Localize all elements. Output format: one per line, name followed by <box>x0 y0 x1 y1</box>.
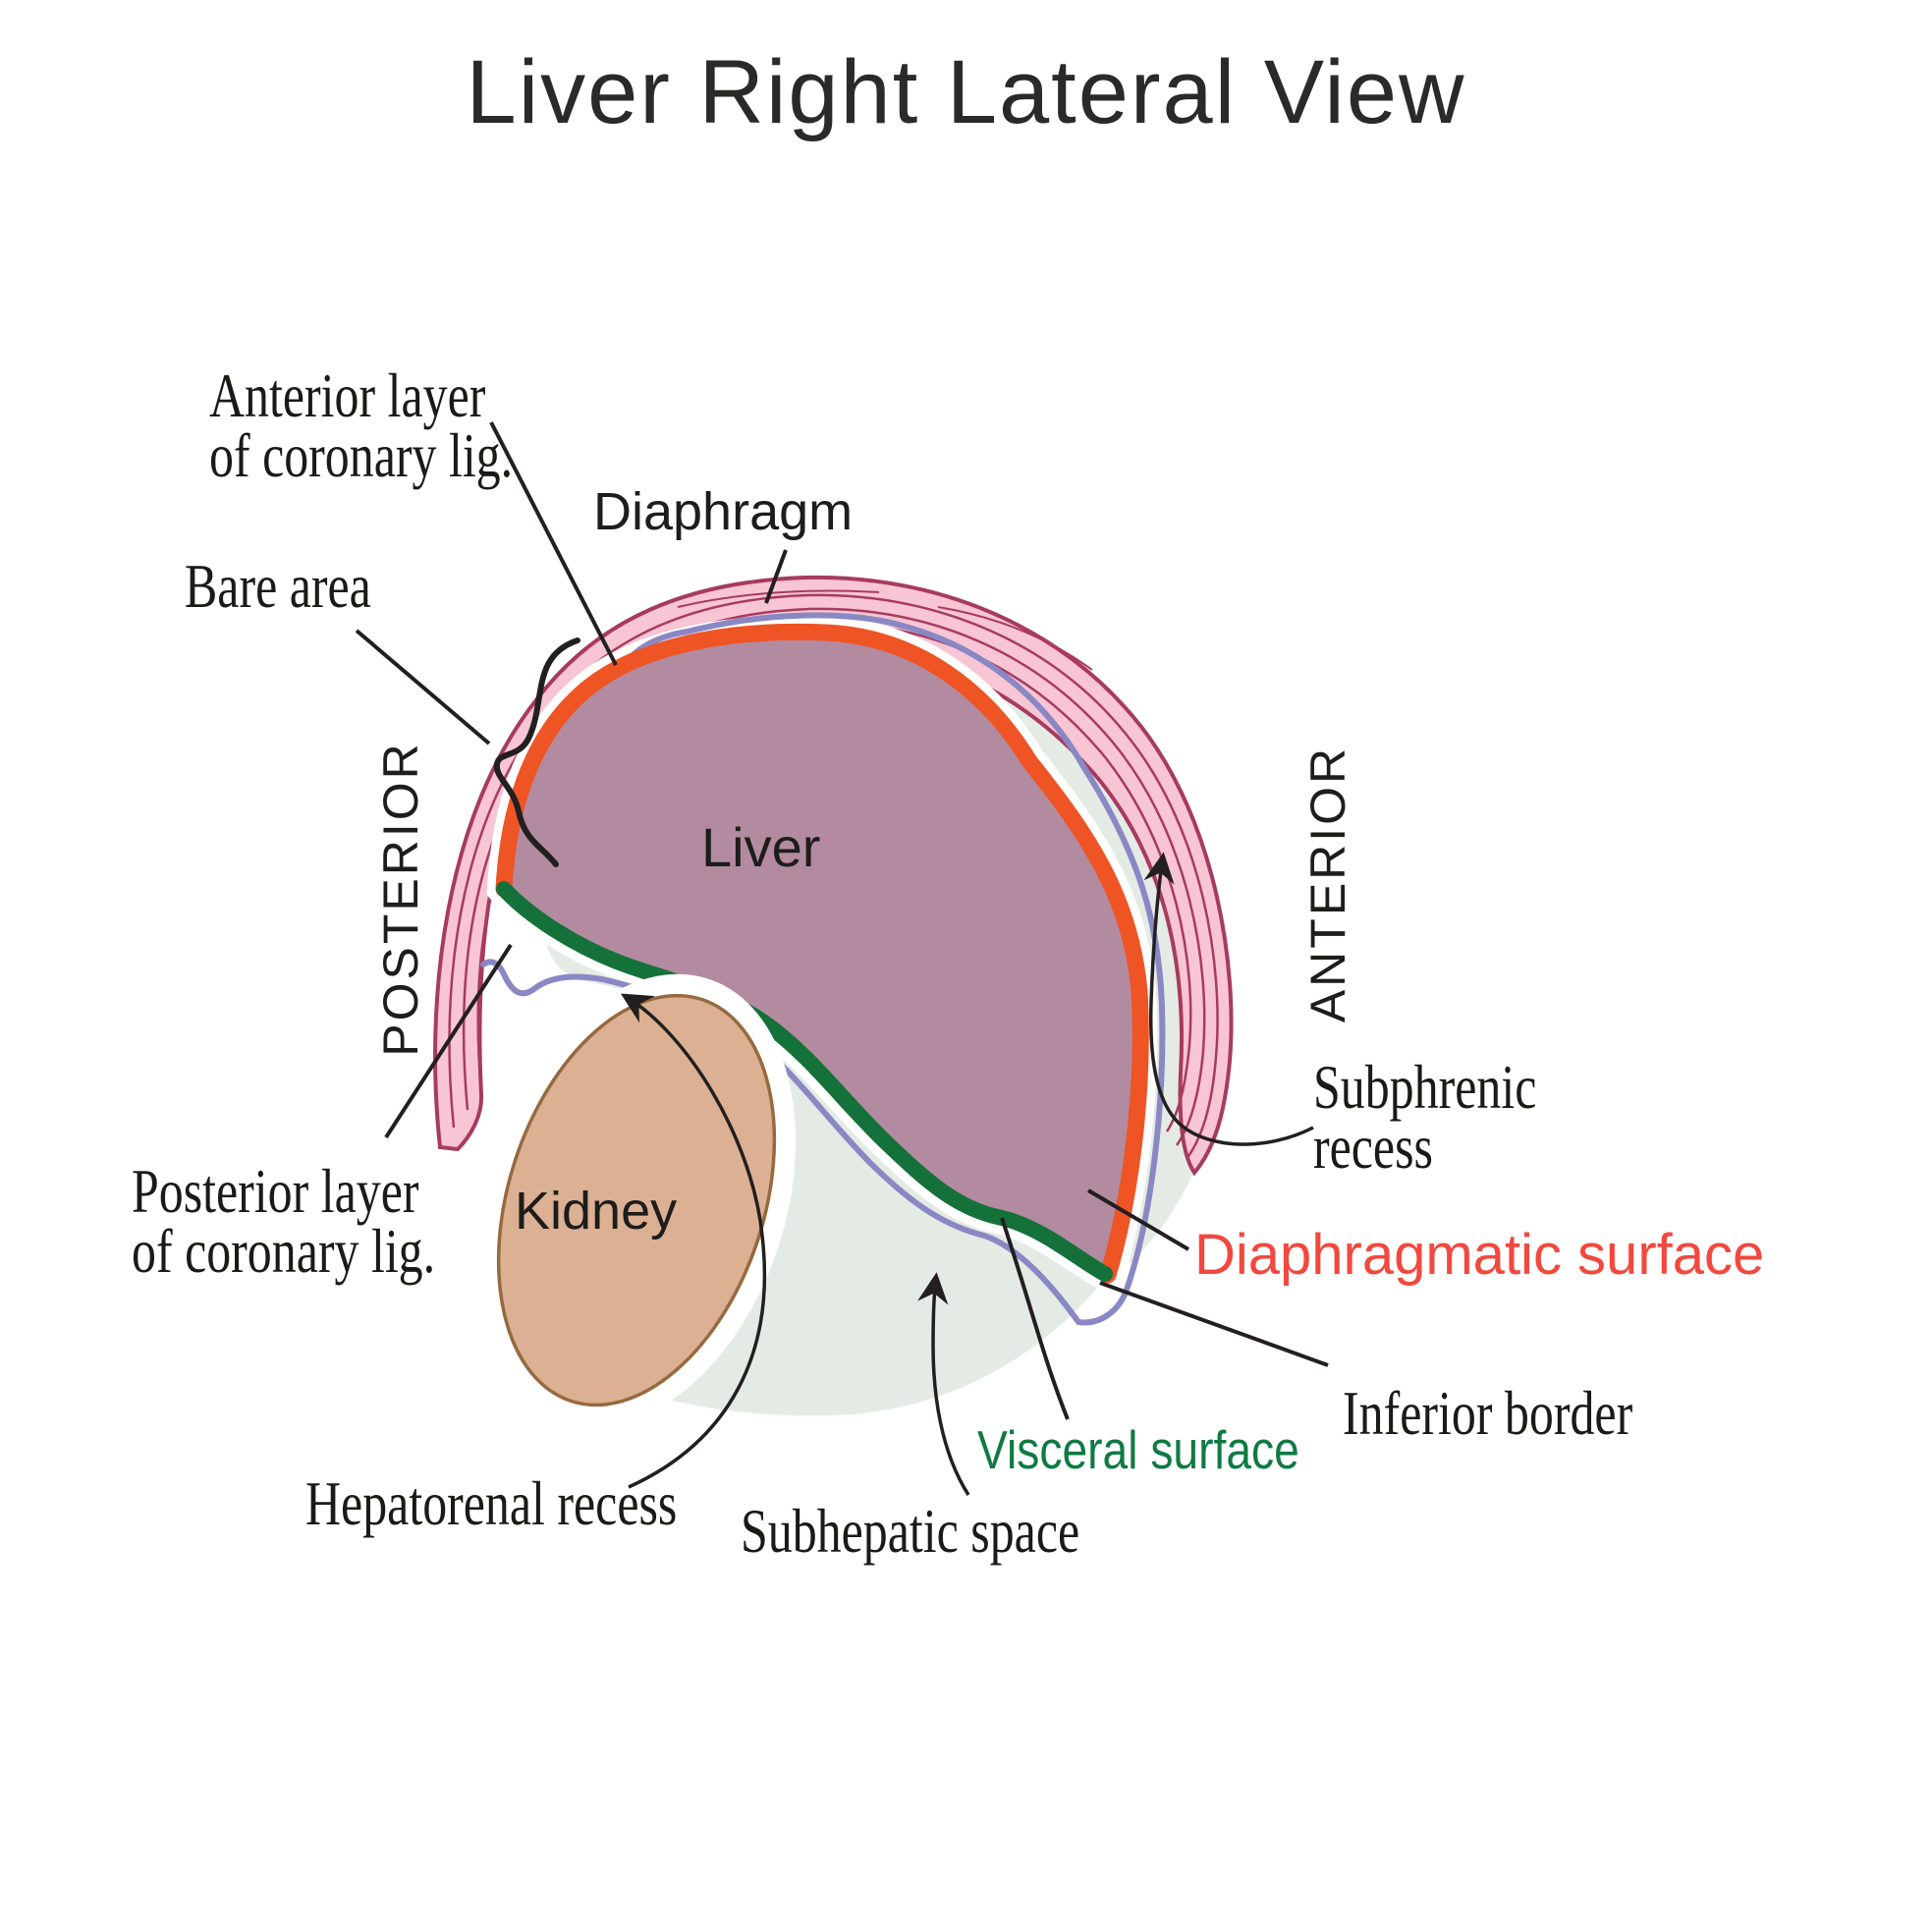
label-hepatorenal-recess: Hepatorenal recess <box>305 1468 678 1538</box>
kidney-shape <box>496 993 777 1408</box>
peritoneum-line <box>480 612 1166 1326</box>
diaphragmatic-surface-line <box>495 623 1149 1284</box>
arrow-hepatorenal-recess <box>620 993 767 1489</box>
label-posterior-coronary-ligament: Posterior layer of coronary lig. <box>132 1156 436 1286</box>
label-anterior-axis: ANTERIOR <box>1300 745 1355 1023</box>
leader-anterior-lig <box>489 421 618 666</box>
liver-shape <box>504 632 1141 1275</box>
arrow-subphrenic-recess <box>1143 852 1314 1146</box>
leader-posterior-lig <box>384 943 513 1139</box>
leader-bare-area <box>355 629 491 745</box>
leader-inferior-border <box>1099 1281 1329 1367</box>
label-line: recess <box>1313 1112 1433 1182</box>
label-posterior-axis: POSTERIOR <box>373 741 428 1057</box>
visceral-surface-line <box>496 881 1113 1282</box>
label-line: of coronary lig. <box>209 420 514 490</box>
leader-diaphragmatic-surface <box>1086 1188 1190 1251</box>
label-line: of coronary lig. <box>132 1216 436 1286</box>
label-subphrenic-recess: Subphrenic recess <box>1313 1052 1537 1182</box>
arrow-subhepatic-space <box>917 1272 970 1496</box>
label-line: Subphrenic <box>1313 1052 1537 1122</box>
label-subhepatic-space: Subhepatic space <box>741 1496 1080 1566</box>
label-inferior-border: Inferior border <box>1343 1378 1633 1448</box>
label-line: Posterior layer <box>132 1156 419 1226</box>
label-visceral-surface: Visceral surface <box>977 1419 1299 1480</box>
space-arrows <box>620 852 1314 1496</box>
leader-lines <box>355 421 1329 1420</box>
label-diaphragm: Diaphragm <box>593 482 854 541</box>
bare-area-squiggle <box>493 637 580 867</box>
label-line: Anterior layer <box>209 360 486 430</box>
leader-visceral-surface <box>1000 1217 1070 1420</box>
label-anterior-coronary-ligament: Anterior layer of coronary lig. <box>209 360 514 490</box>
label-liver: Liver <box>701 816 821 878</box>
label-bare-area: Bare area <box>185 551 371 621</box>
page-title: Liver Right Lateral View <box>466 42 1466 142</box>
label-diaphragmatic-surface: Diaphragmatic surface <box>1194 1223 1765 1287</box>
label-kidney: Kidney <box>515 1182 678 1241</box>
leader-diaphragm <box>764 549 788 604</box>
